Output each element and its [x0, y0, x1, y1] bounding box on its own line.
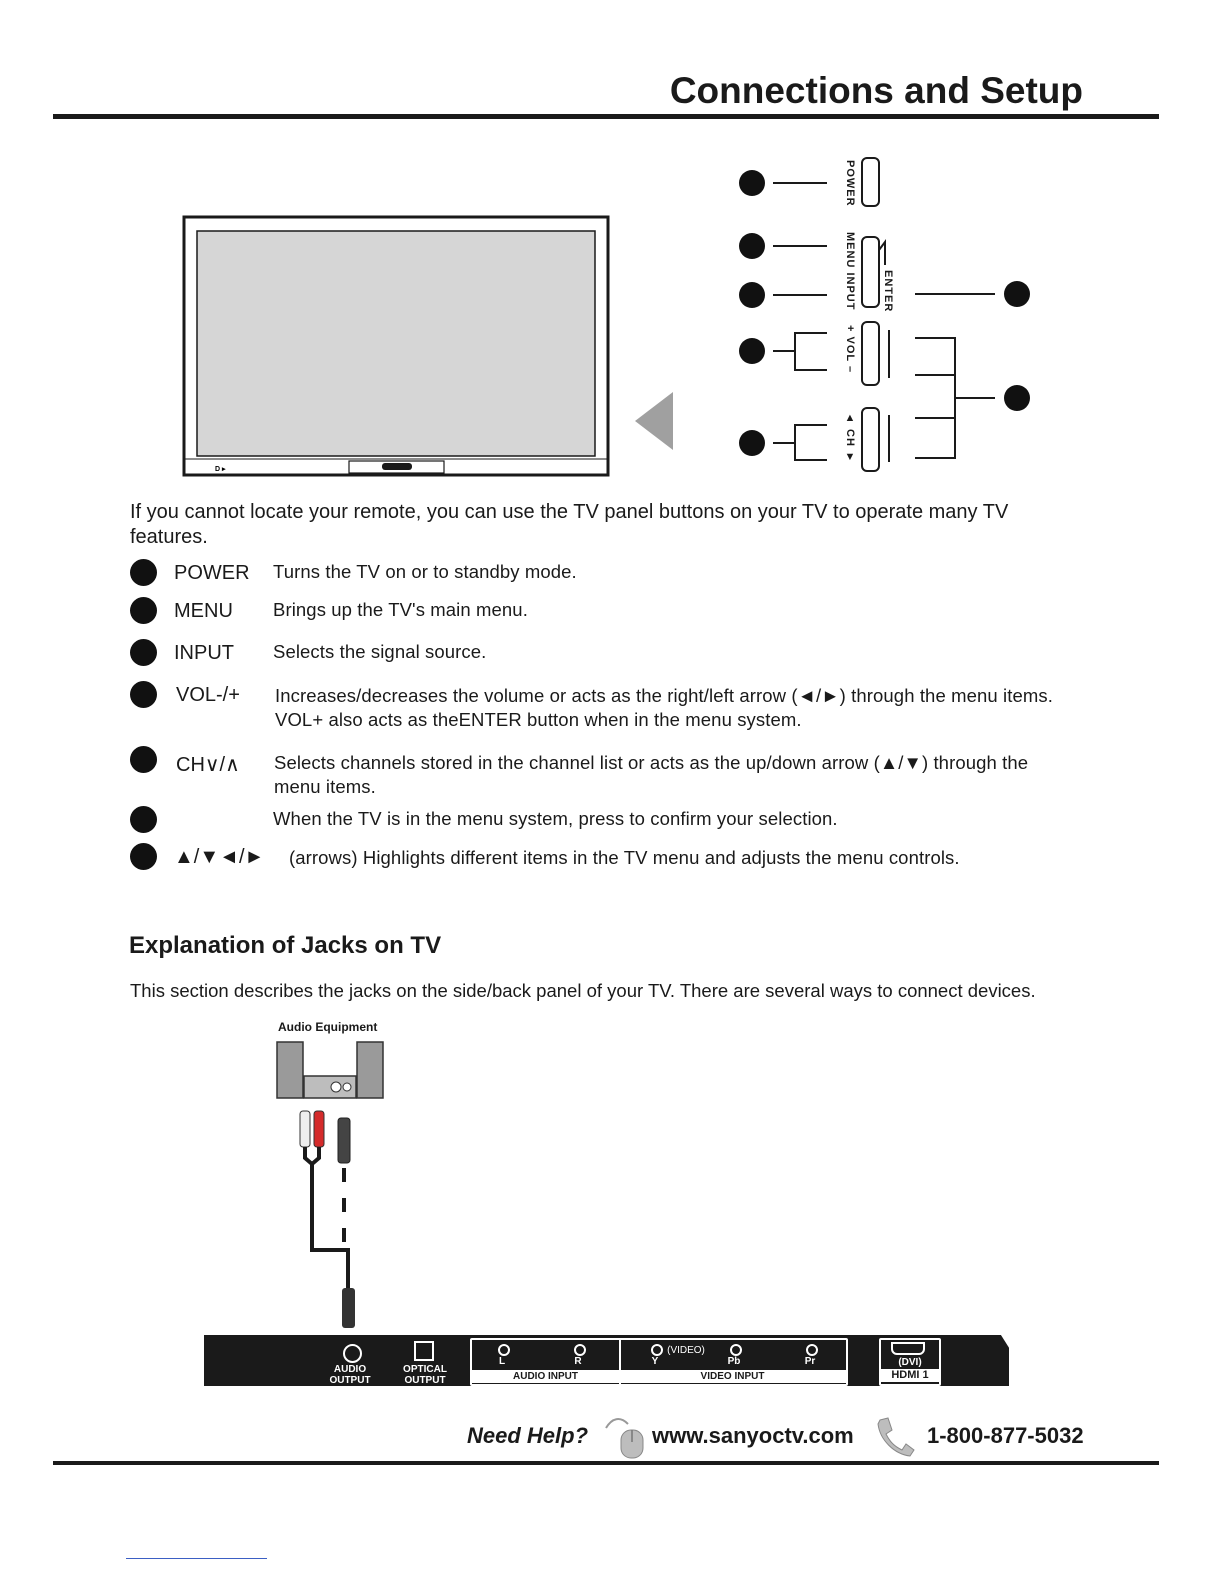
need-help-text: Need Help?: [467, 1423, 589, 1448]
page-title: Connections and Setup: [669, 70, 1083, 111]
jack-panel: AUDIO OUTPUT OPTICAL OUTPUT L R AUDIO IN…: [204, 1335, 1009, 1386]
button-label-ch: CH∨/∧: [176, 754, 240, 776]
button-label-input: INPUT: [174, 642, 234, 664]
optical-output-jack[interactable]: [414, 1341, 434, 1361]
audio-equipment-label: Audio Equipment: [278, 1020, 378, 1034]
enter-vertical-label: ENTER: [882, 270, 894, 313]
bullet-icon: [130, 639, 157, 666]
intro-paragraph: If you cannot locate your remote, you ca…: [130, 501, 1009, 548]
audio-input-label: AUDIO INPUT: [513, 1371, 578, 1382]
video-pr-label: Pr: [804, 1356, 816, 1367]
button-label-vol: VOL-/+: [176, 684, 240, 706]
bullet-icon: [130, 597, 157, 624]
video-pb-label: Pb: [727, 1356, 741, 1367]
audio-output-label: AUDIO OUTPUT: [329, 1364, 371, 1386]
footer-rule: [53, 1461, 1159, 1465]
tv-front-illustration: D ▸: [182, 215, 610, 477]
input-group-box: [470, 1338, 848, 1386]
phone-number: 1-800-877-5032: [927, 1423, 1084, 1448]
button-desc-ch: Selects channels stored in the channel l…: [274, 752, 1029, 797]
audio-r-label: R: [574, 1356, 582, 1367]
mouse-icon: [605, 1418, 644, 1459]
button-desc-enter: When the TV is in the menu system, press…: [273, 808, 838, 829]
hdmi-port-icon[interactable]: [891, 1342, 925, 1355]
video-pb-jack[interactable]: [730, 1344, 742, 1356]
bullet-icon: [130, 806, 157, 833]
video-tag-label: (VIDEO): [667, 1345, 705, 1356]
section-title: Explanation of Jacks on TV: [129, 932, 442, 959]
button-label-menu: MENU: [174, 600, 233, 622]
button-desc-menu: Brings up the TV's main menu.: [273, 599, 528, 620]
power-vertical-label: POWER: [844, 160, 856, 207]
svg-text:D ▸: D ▸: [215, 466, 226, 473]
button-label-power: POWER: [174, 562, 250, 584]
button-desc-power: Turns the TV on or to standby mode.: [273, 561, 577, 582]
video-y-jack[interactable]: [651, 1344, 663, 1356]
section-paragraph: This section describes the jacks on the …: [130, 980, 1036, 1001]
bottom-link-underline: [126, 1558, 267, 1559]
video-y-label: Y: [651, 1356, 659, 1367]
button-desc-vol: Increases/decreases the volume or acts a…: [275, 685, 1053, 730]
ch-vertical-label: ▲ CH ▼: [844, 412, 856, 464]
bullet-icon: [130, 681, 157, 708]
vol-vertical-label: + VOL –: [844, 325, 856, 374]
button-label-arrows: ▲/▼◄/►: [174, 846, 265, 868]
hdmi-label: HDMI 1: [891, 1369, 929, 1381]
button-desc-arrows: (arrows) Highlights different items in t…: [289, 847, 960, 868]
bullet-icon: [130, 559, 157, 586]
bullet-icon: [130, 843, 157, 870]
button-desc-input: Selects the signal source.: [273, 641, 487, 662]
gray-arrow-icon: [635, 392, 673, 450]
audio-r-jack[interactable]: [574, 1344, 586, 1356]
bullet-icon: [130, 746, 157, 773]
dvi-label: (DVI): [898, 1357, 922, 1368]
video-input-label: VIDEO INPUT: [700, 1371, 765, 1382]
audio-l-label: L: [498, 1356, 506, 1367]
optical-output-label: OPTICAL OUTPUT: [403, 1364, 447, 1386]
website-link[interactable]: www.sanyoctv.com: [652, 1423, 854, 1448]
side-panel-diagram: [739, 157, 1030, 472]
audio-output-jack[interactable]: [343, 1344, 362, 1363]
hdmi-box: [879, 1338, 941, 1386]
phone-icon: [877, 1417, 915, 1457]
audio-l-jack[interactable]: [498, 1344, 510, 1356]
video-pr-jack[interactable]: [806, 1344, 818, 1356]
audio-equipment-illustration: [276, 1041, 384, 1328]
header-rule: [53, 114, 1159, 119]
menu-input-vertical-label: MENU INPUT: [844, 232, 856, 311]
